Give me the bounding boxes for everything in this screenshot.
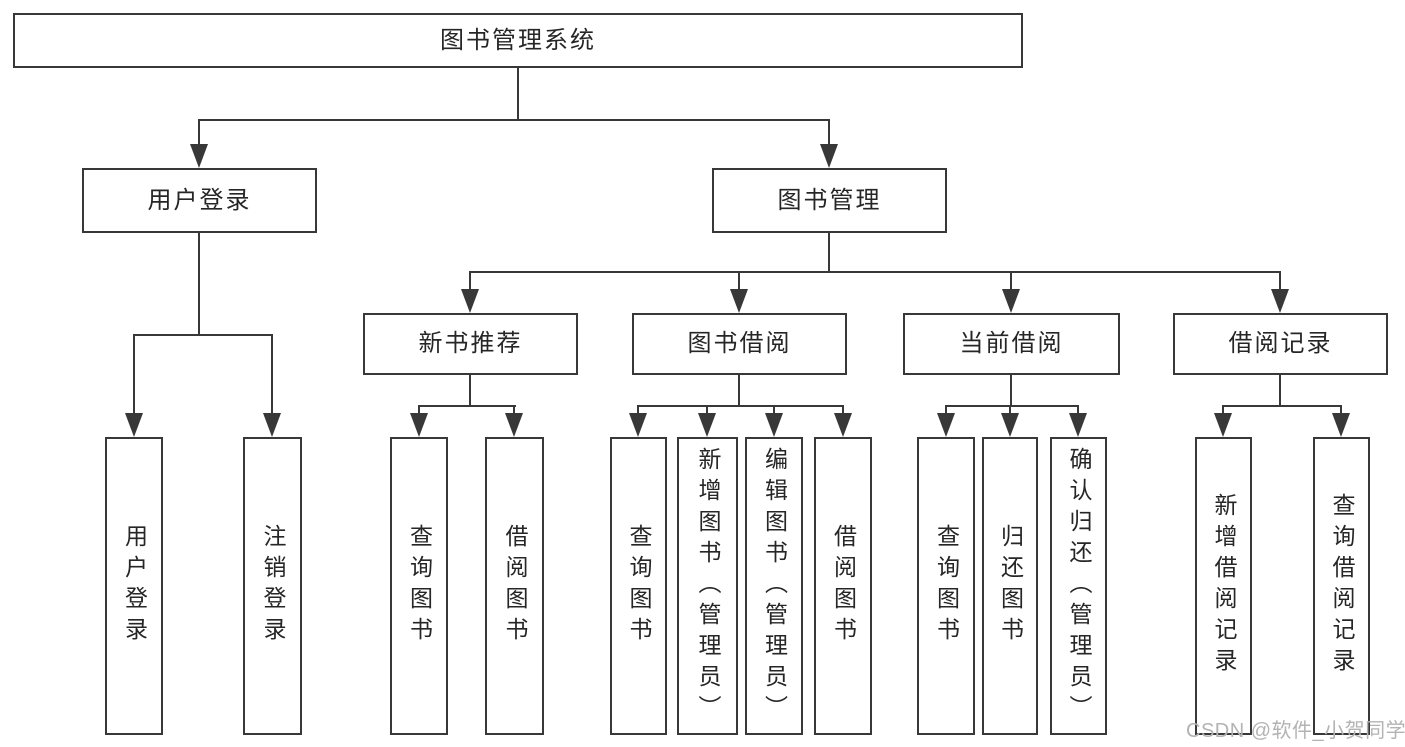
arrow-head-br-query xyxy=(1332,413,1350,437)
arrow-stem-borrow-record xyxy=(1279,271,1281,291)
node-root: 图书管理系统 xyxy=(13,13,1023,68)
arrow-stem-new-book-recommend xyxy=(469,271,471,291)
arrow-stem-bb-edit xyxy=(773,405,775,417)
arrow-stem-leaf-user-login xyxy=(133,334,135,415)
connector-new-book-hline xyxy=(418,405,516,407)
arrow-head-cb-confirm xyxy=(1069,413,1087,437)
arrow-head-cb-query xyxy=(937,413,955,437)
node-new-book-recommend: 新书推荐 xyxy=(363,313,578,375)
leaf-current-return-books: 归还图书 xyxy=(982,437,1038,735)
connector-new-book-vline xyxy=(469,375,471,406)
arrow-head-borrow-record xyxy=(1271,289,1289,313)
node-book-borrow: 图书借阅 xyxy=(632,313,847,375)
connector-book-management-vline xyxy=(828,233,830,273)
arrow-head-nb-query xyxy=(410,413,428,437)
arrow-stem-user-login xyxy=(198,119,200,147)
connector-root-vline xyxy=(517,68,519,120)
arrow-stem-leaf-logout xyxy=(271,334,273,415)
leaf-borrow-query-books: 查询图书 xyxy=(610,437,667,735)
arrow-head-new-book-recommend xyxy=(461,289,479,313)
connector-borrow-record-vline xyxy=(1279,375,1281,406)
arrow-head-leaf-logout xyxy=(263,413,281,437)
leaf-borrow-borrow-books: 借阅图书 xyxy=(814,437,872,735)
arrow-head-bb-query xyxy=(629,413,647,437)
connector-current-borrow-hline xyxy=(945,405,1079,407)
leaf-borrow-edit-books-admin: 编辑图书（管理员） xyxy=(745,437,803,735)
arrow-head-br-add xyxy=(1214,413,1232,437)
arrow-head-book-borrow xyxy=(730,289,748,313)
arrow-stem-book-management xyxy=(828,119,830,147)
arrow-stem-bb-borrow xyxy=(842,405,844,417)
arrow-head-current-borrow xyxy=(1002,289,1020,313)
arrow-head-leaf-user-login xyxy=(125,413,143,437)
arrow-stem-nb-borrow xyxy=(513,405,515,417)
arrow-head-user-login xyxy=(190,144,208,168)
connector-user-login-hline xyxy=(133,334,273,336)
arrow-stem-nb-query xyxy=(418,405,420,417)
node-borrow-record: 借阅记录 xyxy=(1173,313,1388,375)
arrow-stem-br-add xyxy=(1222,405,1224,417)
arrow-stem-br-query xyxy=(1340,405,1342,417)
arrow-head-cb-return xyxy=(1001,413,1019,437)
connector-root-hline xyxy=(198,119,830,121)
leaf-logout: 注销登录 xyxy=(243,437,302,735)
arrow-stem-bb-add xyxy=(706,405,708,417)
arrow-head-nb-borrow xyxy=(505,413,523,437)
connector-book-borrow-hline xyxy=(637,405,844,407)
leaf-newbook-borrow-books: 借阅图书 xyxy=(485,437,544,735)
leaf-current-confirm-return-admin: 确认归还（管理员） xyxy=(1050,437,1107,735)
connector-book-management-hline xyxy=(469,271,1281,273)
arrow-head-bb-edit xyxy=(765,413,783,437)
leaf-borrow-add-books-admin: 新增图书（管理员） xyxy=(677,437,738,735)
arrow-head-bb-borrow xyxy=(834,413,852,437)
arrow-stem-cb-confirm xyxy=(1077,405,1079,417)
arrow-stem-book-borrow xyxy=(738,271,740,291)
node-book-management: 图书管理 xyxy=(712,168,947,233)
connector-current-borrow-vline xyxy=(1010,375,1012,406)
leaf-record-query-record: 查询借阅记录 xyxy=(1313,437,1370,735)
arrow-head-book-management xyxy=(820,144,838,168)
connector-book-borrow-vline xyxy=(738,375,740,406)
leaf-record-add-record: 新增借阅记录 xyxy=(1195,437,1252,735)
leaf-user-login: 用户登录 xyxy=(105,437,163,735)
arrow-head-bb-add xyxy=(698,413,716,437)
leaf-newbook-query-books: 查询图书 xyxy=(390,437,448,735)
arrow-stem-current-borrow xyxy=(1010,271,1012,291)
arrow-stem-cb-return xyxy=(1009,405,1011,417)
connector-user-login-vline xyxy=(198,233,200,336)
arrow-stem-bb-query xyxy=(637,405,639,417)
leaf-current-query-books: 查询图书 xyxy=(917,437,975,735)
csdn-watermark: CSDN @软件_小贺同学 xyxy=(1186,720,1405,742)
node-user-login: 用户登录 xyxy=(82,168,317,233)
node-current-borrow: 当前借阅 xyxy=(903,313,1120,375)
connector-borrow-record-hline xyxy=(1222,405,1342,407)
arrow-stem-cb-query xyxy=(945,405,947,417)
